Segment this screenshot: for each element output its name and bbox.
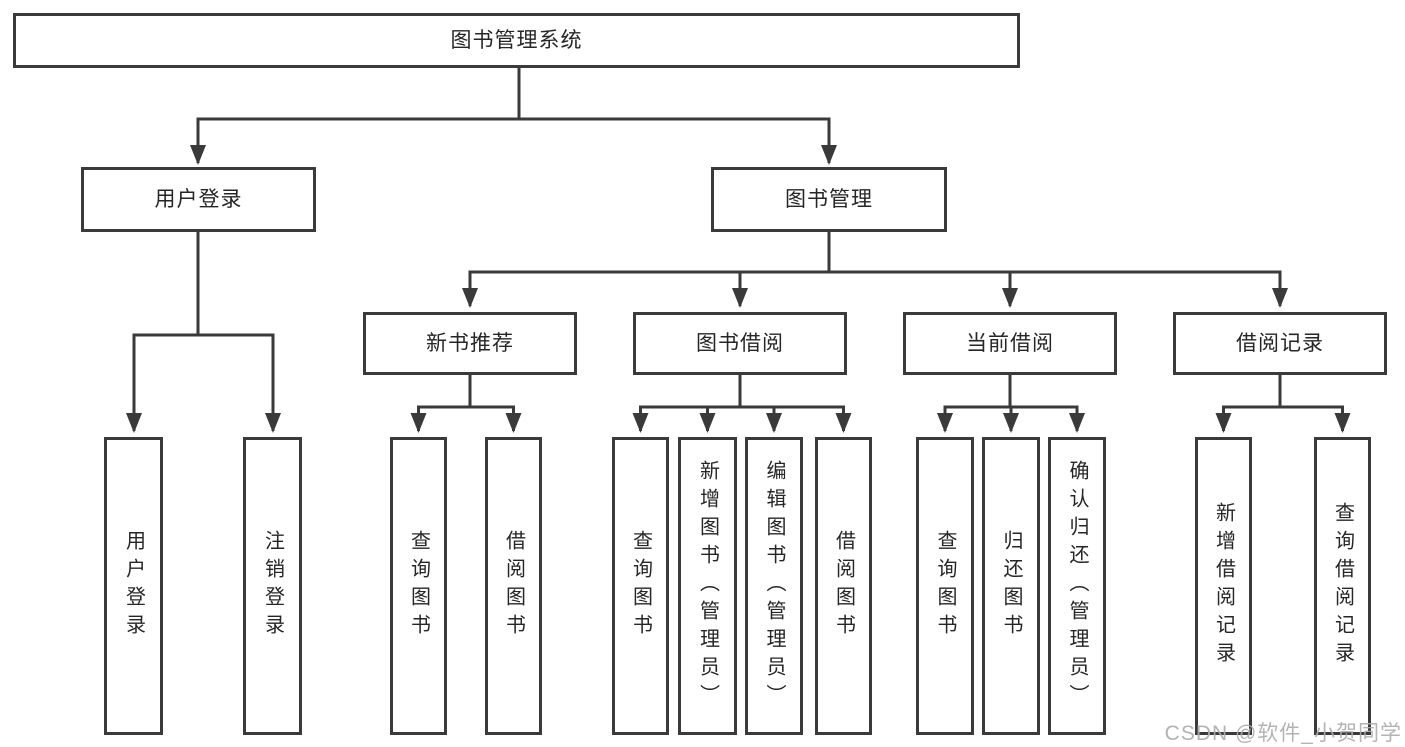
leaf-query-borrow-record: 查询借阅记录 [1314, 437, 1371, 735]
leaf-query-books-current: 查询图书 [916, 437, 974, 735]
leaf-confirm-return-admin: 确认归还（管理员） [1048, 437, 1106, 735]
node-book-borrowing: 图书借阅 [633, 312, 847, 375]
node-current-borrowing: 当前借阅 [903, 312, 1117, 375]
connector-user-login-children [126, 232, 281, 433]
leaf-add-borrow-record: 新增借阅记录 [1195, 437, 1252, 735]
connector-new-book-rec-children [410, 375, 522, 433]
connector-book-mgmt-children [462, 232, 1288, 308]
node-book-management: 图书管理 [711, 167, 947, 232]
connector-borrow-records-children [1215, 375, 1351, 433]
connector-current-borrow-children [937, 375, 1085, 433]
connector-book-borrow-children [632, 375, 852, 433]
leaf-user-login: 用户登录 [104, 437, 163, 735]
leaf-borrow-books-recommendation: 借阅图书 [485, 437, 542, 735]
csdn-watermark: CSDN @软件_小贺同学 [1164, 722, 1402, 745]
node-borrowing-records: 借阅记录 [1173, 312, 1387, 375]
connector-root-to-level2 [190, 68, 837, 165]
leaf-query-books-borrowing: 查询图书 [612, 437, 669, 735]
leaf-query-books-recommendation: 查询图书 [390, 437, 447, 735]
leaf-logout: 注销登录 [243, 437, 302, 735]
node-user-login: 用户登录 [81, 167, 316, 232]
leaf-add-books-admin: 新增图书（管理员） [678, 437, 737, 735]
leaf-borrow-books: 借阅图书 [815, 437, 872, 735]
node-new-book-recommendation: 新书推荐 [363, 312, 577, 375]
node-library-management-system: 图书管理系统 [13, 13, 1020, 68]
leaf-edit-books-admin: 编辑图书（管理员） [745, 437, 803, 735]
leaf-return-books: 归还图书 [982, 437, 1040, 735]
